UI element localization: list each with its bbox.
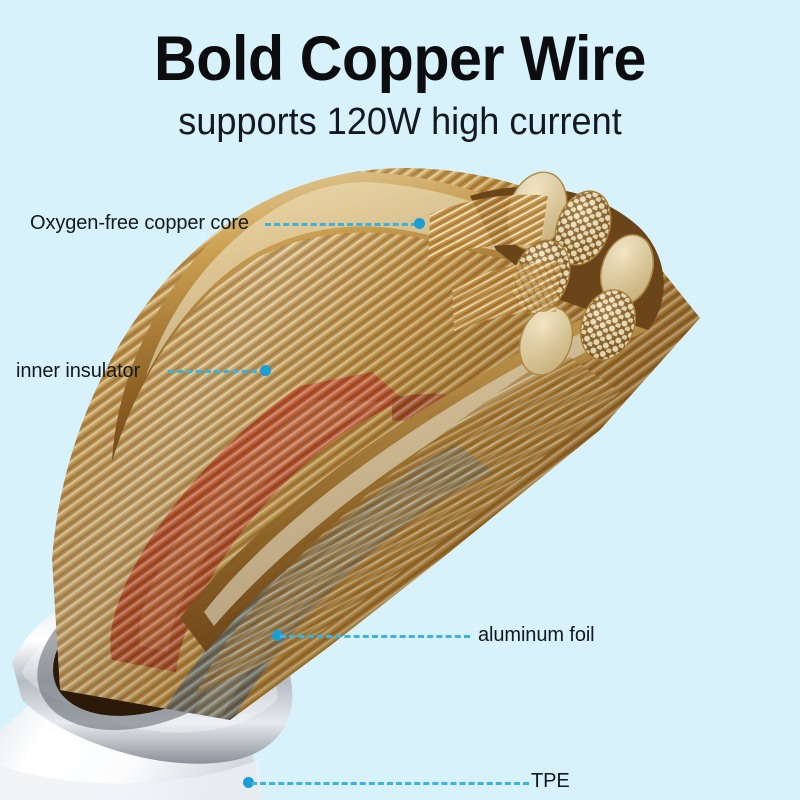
callout-dot-aluminum-foil	[272, 630, 283, 641]
callout-label-tpe: TPE	[531, 770, 570, 792]
callout-dot-inner-insulator	[260, 365, 271, 376]
page-title: Bold Copper Wire	[153, 24, 647, 94]
callout-leader-tpe	[251, 782, 529, 788]
copper-core-cut-ends	[428, 171, 664, 376]
callout-label-inner-insulator: inner insulator	[16, 360, 141, 382]
callout-dot-oxygen-free-copper-core	[414, 218, 425, 229]
page-subtitle: supports 120W high current	[178, 101, 622, 143]
callout-leader-aluminum-foil	[280, 635, 470, 641]
callout-label-aluminum-foil: aluminum foil	[478, 624, 595, 646]
callout-leader-inner-insulator	[168, 370, 266, 376]
callout-leader-oxygen-free-copper-core	[265, 223, 417, 229]
callout-dot-tpe	[243, 777, 254, 788]
callout-label-oxygen-free-copper-core: Oxygen-free copper core	[30, 212, 249, 234]
